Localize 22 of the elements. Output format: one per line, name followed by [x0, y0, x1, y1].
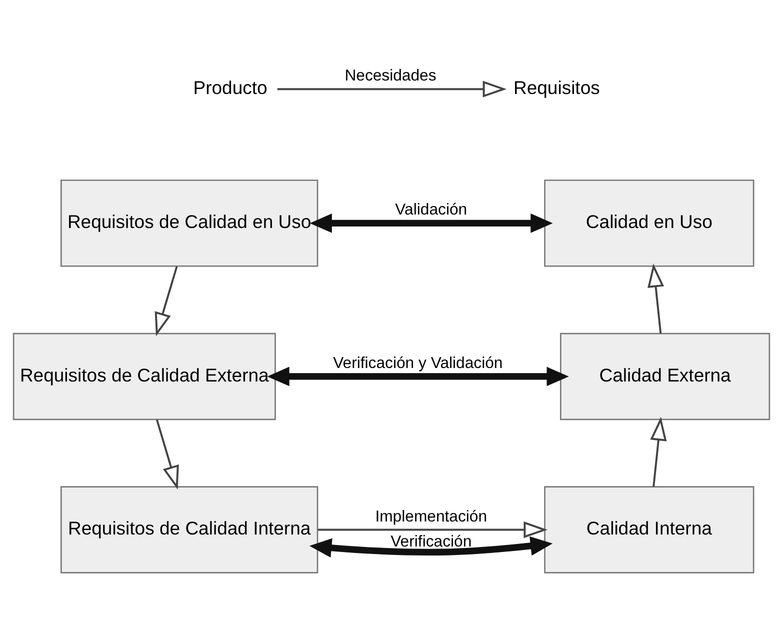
node-box: Requisitos de Calidad Interna: [60, 486, 318, 573]
arrow: [650, 416, 667, 486]
edge-label: Implementación: [375, 508, 488, 525]
arrow: [309, 536, 553, 557]
arrow: [154, 266, 178, 336]
node-box: Calidad en Uso: [544, 179, 754, 266]
edge-label: Verificación y Validación: [333, 354, 503, 372]
node-text: Requisitos: [513, 76, 600, 98]
arrow: [156, 418, 179, 490]
edge-label: Verificación: [390, 532, 472, 550]
node-box: Requisitos de Calidad Externa: [12, 332, 276, 420]
node-box: Requisitos de Calidad en Uso: [60, 179, 318, 266]
arrow: [647, 263, 664, 334]
arrow: [318, 520, 548, 538]
arrow: [277, 80, 507, 97]
node-text: Producto: [193, 76, 268, 98]
node-box: Calidad Externa: [560, 332, 770, 420]
edge-label: Necesidades: [344, 67, 436, 84]
node-box: Calidad Interna: [544, 486, 754, 573]
arrow: [310, 213, 553, 232]
edge-label: Validación: [395, 201, 468, 218]
arrow: [267, 366, 569, 386]
